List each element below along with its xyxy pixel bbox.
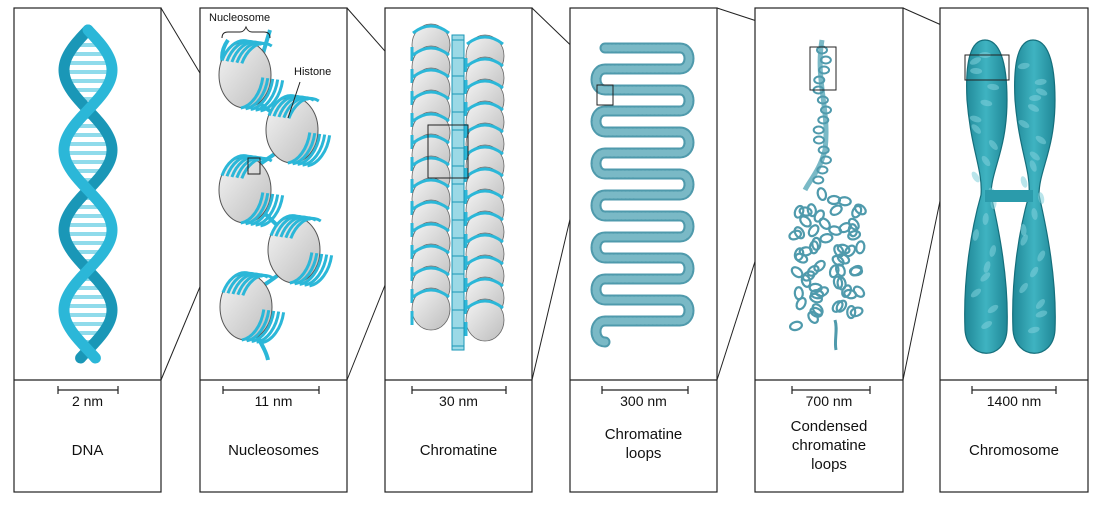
nucleosome-disc (218, 271, 286, 345)
panel-name-line: Condensed (790, 418, 868, 435)
zoom-box-chromosome (964, 54, 1010, 81)
dna-strand (58, 24, 118, 364)
zoom-box-condensed (809, 46, 837, 91)
chromatin-fiber-icon (410, 23, 505, 351)
zoom-box-chromatin (427, 124, 469, 179)
fiber-core (451, 34, 465, 351)
scale-label-condensed-loops: 700 nm (805, 393, 853, 409)
panel-name-nucleosomes: Nucleosomes (200, 441, 347, 460)
chromosome-icon (964, 39, 1056, 354)
nucleosome-label: Nucleosome (209, 12, 271, 24)
fiber-disc (464, 298, 505, 342)
scale-bar (57, 386, 119, 394)
panel-name-line: Chromatine (419, 442, 498, 459)
panel-frame-condensed-loops (754, 7, 904, 493)
scale-label-chromatine-loops: 300 nm (620, 393, 667, 409)
scale-bar (222, 386, 320, 394)
zoom-boxes (247, 46, 1010, 179)
scale-bar (971, 386, 1057, 394)
panel-name-line: DNA (71, 442, 104, 459)
scale-bar (411, 386, 507, 394)
nucleosome-disc (266, 214, 334, 288)
scale-label-chromosome: 1400 nm (986, 393, 1042, 409)
zoom-box-nucleosome (247, 157, 261, 175)
nucleosome-disc (217, 39, 285, 113)
panel-name-line: Chromatine (604, 426, 683, 443)
panel-frame-chromosome (939, 7, 1089, 493)
fiber-disc (410, 287, 451, 331)
panel-name-chromatine-loops: Chromatine loops (570, 425, 717, 463)
condensed-loops-icon (788, 39, 867, 351)
panel-name-line: loops (811, 456, 847, 473)
panel-name-line: Nucleosomes (228, 442, 319, 459)
panel-name-chromatine: Chromatine (385, 441, 532, 460)
panel-name-dna: DNA (14, 441, 161, 460)
scale-label-nucleosomes: 11 nm (254, 393, 293, 409)
chromatid (1012, 39, 1056, 354)
panel-name-condensed-loops: Condensed chromatine loops (755, 417, 903, 474)
scale-label-dna: 2 nm (71, 393, 104, 409)
panel-name-chromosome: Chromosome (940, 441, 1088, 460)
panel-name-line: chromatine (791, 437, 867, 454)
zoom-box-loop (596, 84, 614, 106)
chromatin-loop-icon (590, 42, 695, 348)
scale-bar (601, 386, 689, 394)
histone-pointer (287, 81, 301, 119)
panel-name-line: loops (625, 445, 662, 462)
scale-bar (791, 386, 871, 394)
nucleosome-bracket (221, 25, 271, 39)
histone-label: Histone (294, 66, 332, 78)
nucleosome-annotations (221, 25, 301, 119)
scale-label-chromatine: 30 nm (439, 393, 478, 409)
panel-frames (13, 7, 1089, 493)
scale-bars (57, 386, 1057, 394)
panel-name-line: Chromosome (968, 442, 1060, 459)
nucleosome-disc (264, 94, 332, 168)
dna-double-helix-icon (58, 24, 118, 364)
condensed-strand (802, 39, 829, 192)
centromere (985, 190, 1033, 202)
